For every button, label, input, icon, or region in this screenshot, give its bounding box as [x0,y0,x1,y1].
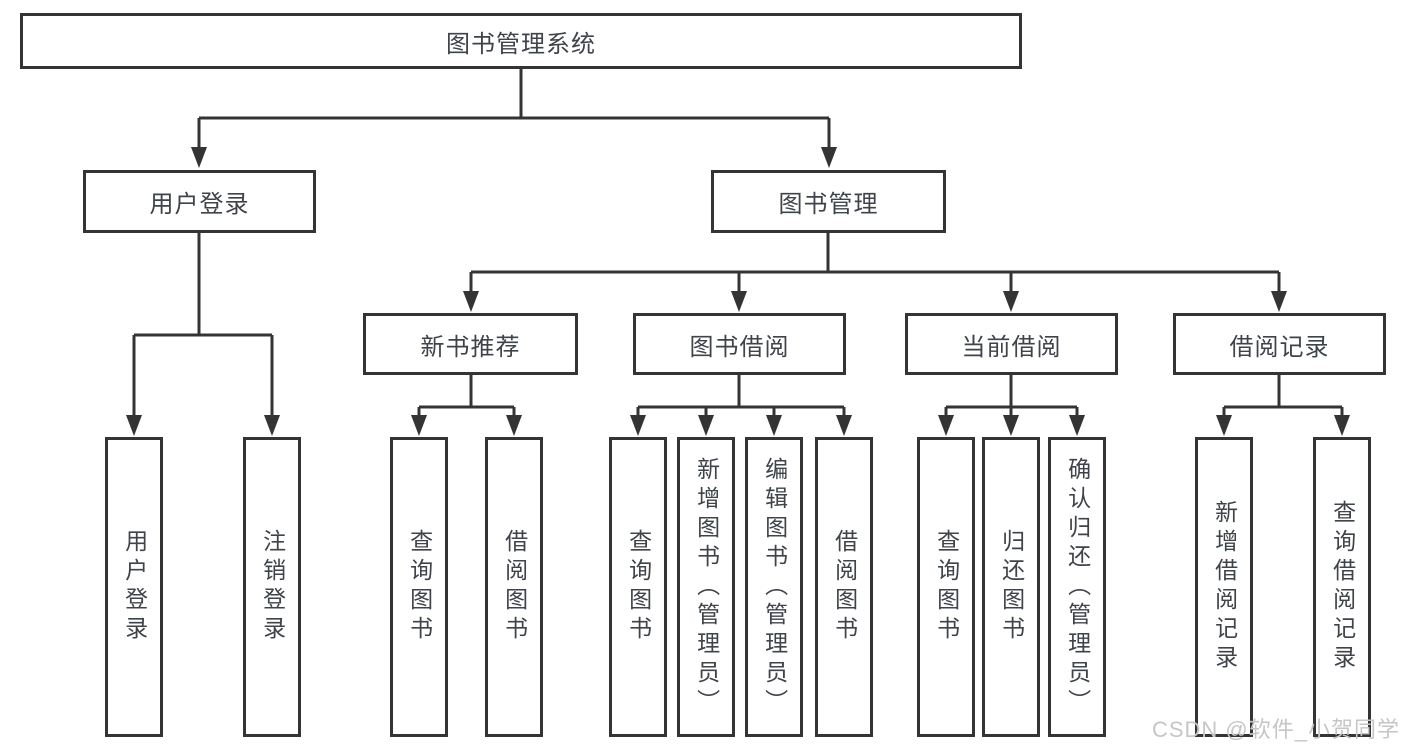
leaf-add-borrow-record: 新增借阅记录 [1195,437,1253,737]
node-current-borrowing: 当前借阅 [905,313,1118,375]
leaf-label: 新增图书（管理员） [693,456,720,718]
leaf-return-books: 归还图书 [982,437,1040,737]
leaf-label: 编辑图书（管理员） [761,456,788,718]
leaf-label: 借阅图书 [831,529,858,645]
leaf-label: 归还图书 [998,529,1025,645]
leaf-confirm-return-admin: 确认归还（管理员） [1048,437,1106,737]
leaf-label: 借阅图书 [501,529,528,645]
node-book-management: 图书管理 [711,170,946,233]
node-user-login: 用户登录 [83,170,316,233]
leaf-edit-books-admin: 编辑图书（管理员） [745,437,803,737]
leaf-borrow-books-borrowing: 借阅图书 [815,437,873,737]
leaf-label: 新增借阅记录 [1211,500,1238,674]
leaf-label: 确认归还（管理员） [1064,456,1091,718]
leaf-label: 注销登录 [259,529,286,645]
leaf-label: 查询借阅记录 [1329,500,1356,674]
leaf-query-books-current: 查询图书 [917,437,975,737]
leaf-logout-login: 注销登录 [243,437,301,737]
leaf-borrow-books-recommend: 借阅图书 [485,437,543,737]
csdn-watermark: CSDN @软件_小贺同学 [1151,717,1400,742]
arrowheads [126,147,1350,436]
leaf-label: 查询图书 [625,529,652,645]
node-library-management-system: 图书管理系统 [20,13,1022,69]
leaf-label: 查询图书 [406,529,433,645]
leaf-label: 用户登录 [121,529,148,645]
node-book-borrowing: 图书借阅 [633,313,846,375]
leaf-query-books-borrowing: 查询图书 [609,437,667,737]
leaf-user-login: 用户登录 [105,437,163,737]
leaf-query-borrow-record: 查询借阅记录 [1313,437,1371,737]
leaf-query-books-recommend: 查询图书 [390,437,448,737]
node-borrowing-records: 借阅记录 [1173,313,1386,375]
leaf-label: 查询图书 [933,529,960,645]
node-new-book-recommend: 新书推荐 [363,313,578,375]
leaf-add-books-admin: 新增图书（管理员） [677,437,735,737]
